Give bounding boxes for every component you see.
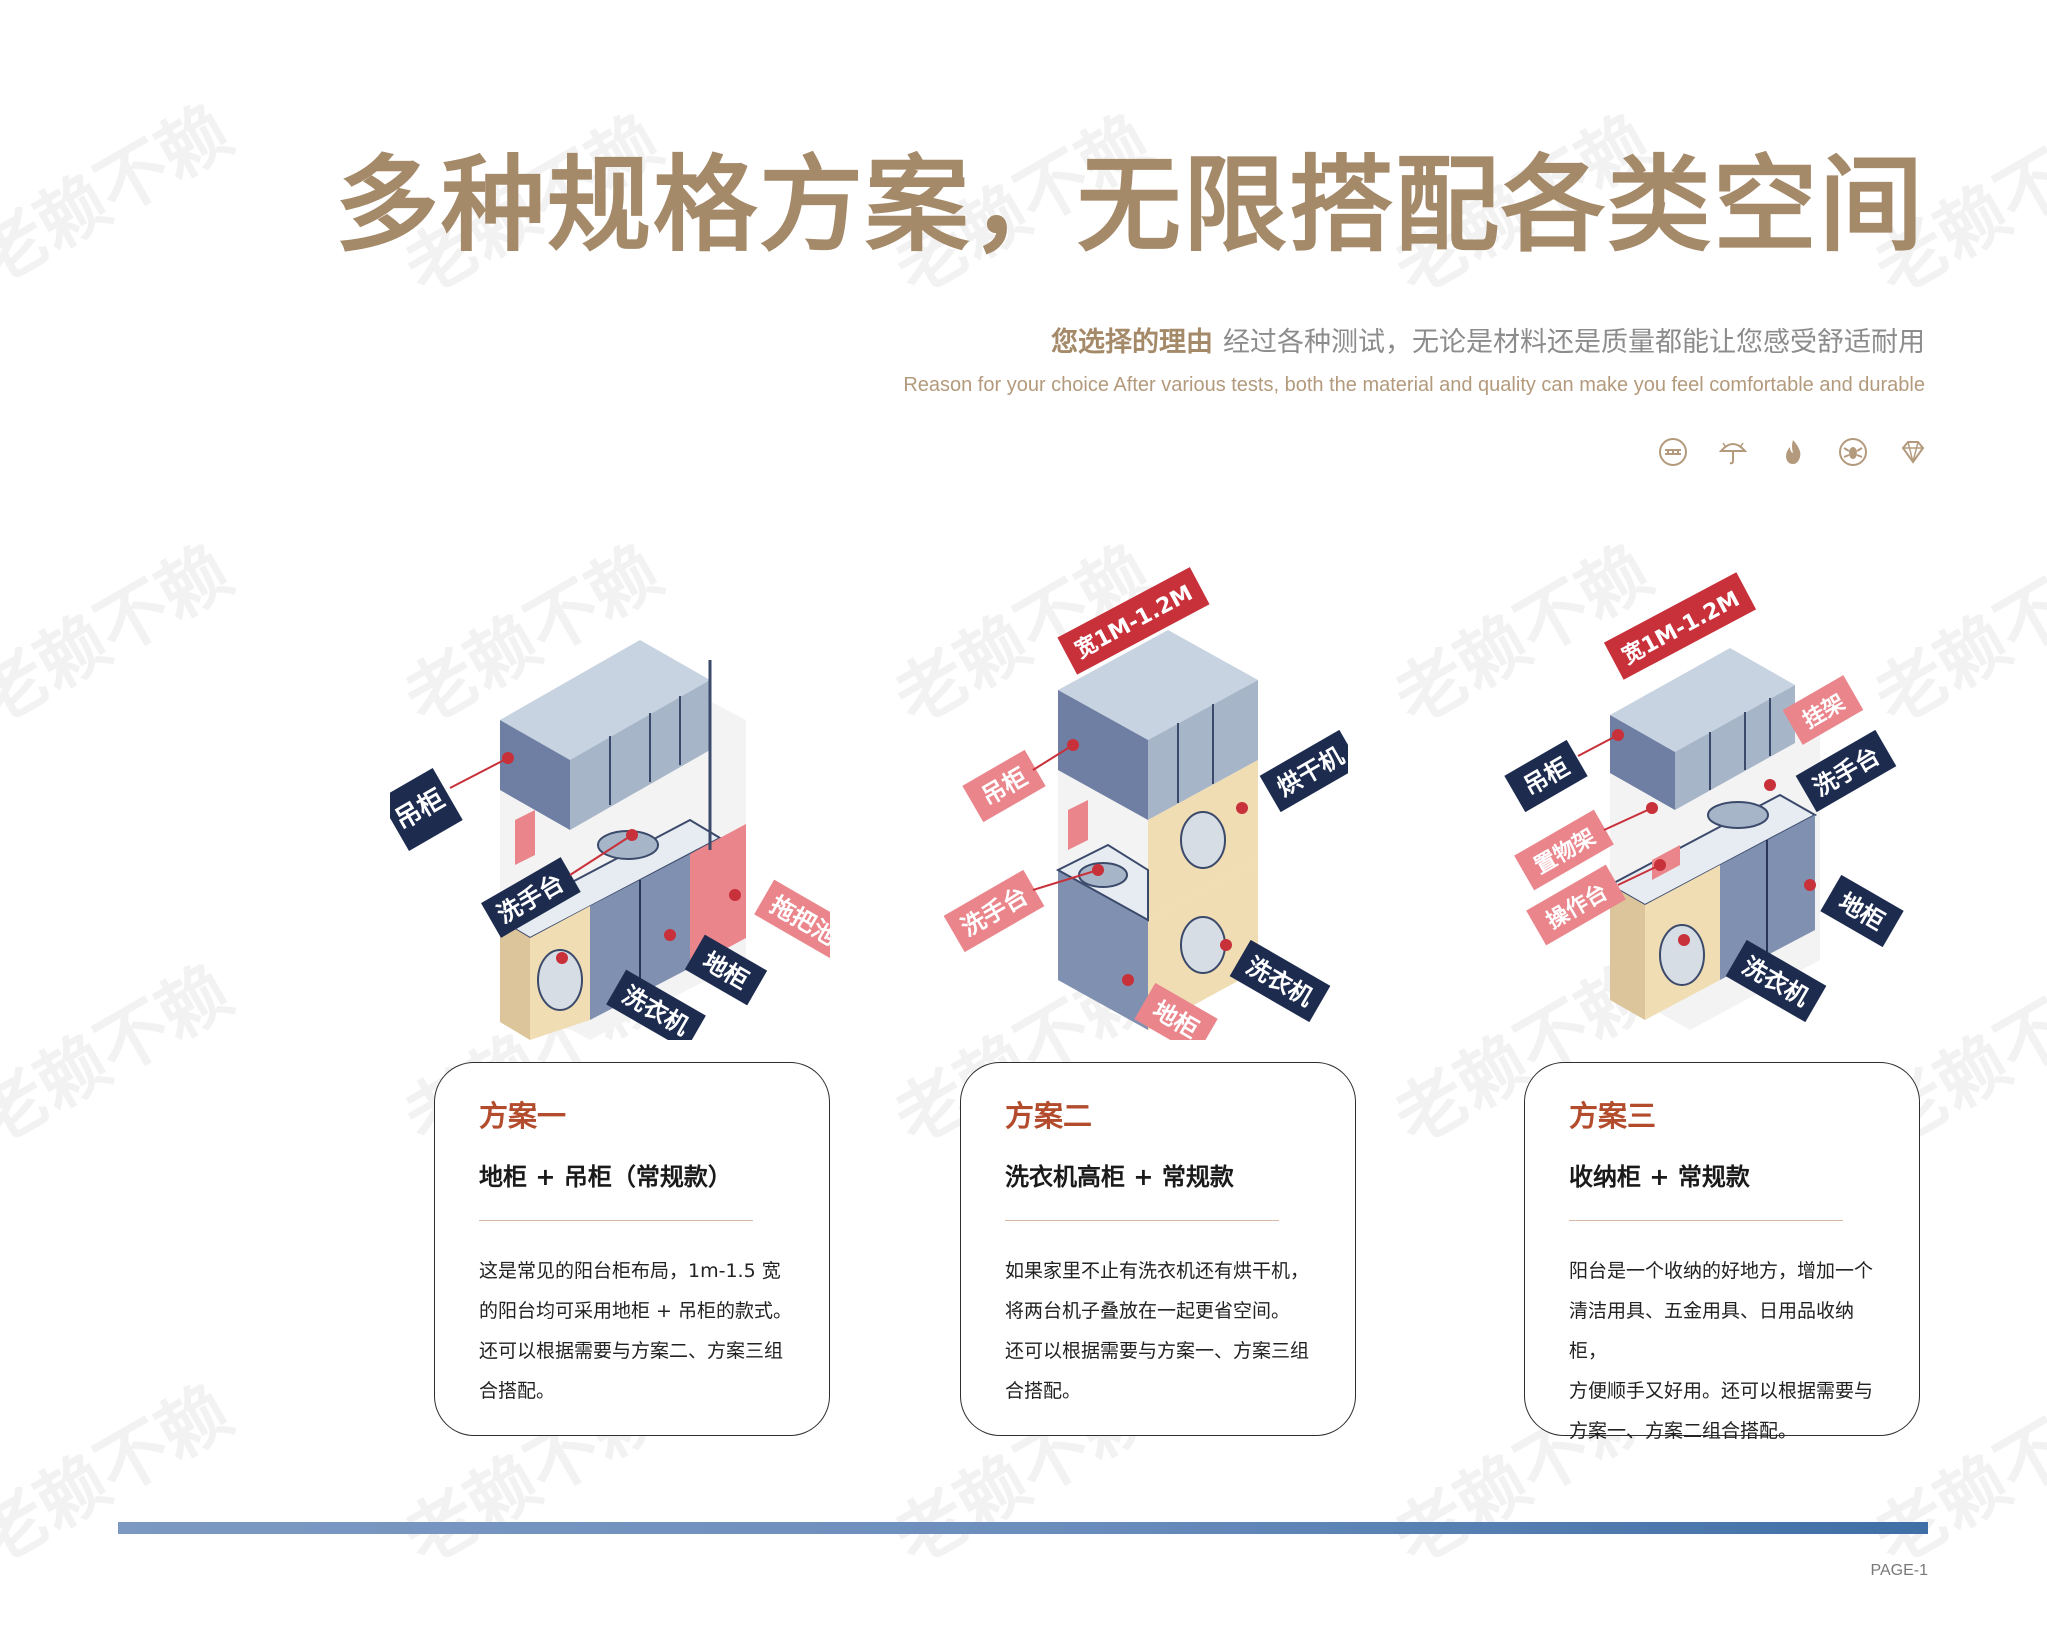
insect-icon (1837, 436, 1869, 468)
plan-title: 方案三 (1569, 1099, 1657, 1133)
subtitle: 您选择的理由经过各种测试，无论是材料还是质量都能让您感受舒适耐用 (1051, 320, 1925, 359)
plan-name: 地柜 + 吊柜（常规款） (479, 1163, 732, 1191)
subtitle-english: Reason for your choice After various tes… (903, 374, 1925, 396)
divider (1005, 1220, 1279, 1221)
label-shelf: 置物架 (1514, 802, 1658, 891)
watermark: 老赖不赖 (0, 1369, 245, 1581)
cabinet-illustration-3: 宽1M-1.2M 挂架 吊柜 洗手台 置物架 操作台 地柜 洗衣机 (1504, 572, 1904, 1030)
footer-bar (118, 1522, 1928, 1534)
plan-title: 方案二 (1005, 1099, 1093, 1133)
watermark: 老赖不赖 (0, 529, 245, 741)
flame-icon (1777, 436, 1809, 468)
plan-card-2: 方案二 洗衣机高柜 + 常规款 如果家里不止有洗衣机还有烘干机， 将两台机子叠放… (960, 1062, 1356, 1436)
page-number: PAGE-1 (1870, 1562, 1929, 1579)
page-title: 多种规格方案，无限搭配各类空间 (334, 144, 1925, 266)
plan-name: 洗衣机高柜 + 常规款 (1005, 1163, 1234, 1191)
umbrella-icon (1717, 436, 1749, 468)
plan-card-1: 方案一 地柜 + 吊柜（常规款） 这是常见的阳台柜布局，1m-1.5 宽 的阳台… (434, 1062, 830, 1436)
waterproof-icon (1657, 436, 1689, 468)
feature-icons (1657, 436, 1929, 468)
watermark: 老赖不赖 (0, 949, 245, 1161)
plan-description: 阳台是一个收纳的好地方，增加一个 清洁用具、五金用具、日用品收纳柜， 方便顺手又… (1569, 1260, 1874, 1442)
plan-description: 如果家里不止有洗衣机还有烘干机， 将两台机子叠放在一起更省空间。 还可以根据需要… (1005, 1260, 1310, 1402)
plan-name: 收纳柜 + 常规款 (1569, 1163, 1750, 1191)
divider (1569, 1220, 1843, 1221)
label-hanging: 吊柜 (390, 752, 514, 851)
watermark: 老赖不赖 (0, 89, 245, 301)
subtitle-highlight: 您选择的理由 (1051, 327, 1213, 358)
diamond-icon (1897, 436, 1929, 468)
label-hanging: 吊柜 (1504, 729, 1624, 813)
subtitle-text: 经过各种测试，无论是材料还是质量都能让您感受舒适耐用 (1223, 327, 1925, 358)
cabinet-illustration-1: 吊柜 洗手台 拖把池 地柜 洗衣机 (390, 640, 830, 1040)
plan-title: 方案一 (479, 1099, 567, 1133)
plan-description: 这是常见的阳台柜布局，1m-1.5 宽 的阳台均可采用地柜 + 吊柜的款式。 还… (479, 1260, 792, 1402)
plan-card-3: 方案三 收纳柜 + 常规款 阳台是一个收纳的好地方，增加一个 清洁用具、五金用具… (1524, 1062, 1920, 1442)
divider (479, 1220, 753, 1221)
cabinet-illustration-2: 宽1M-1.2M 吊柜 烘干机 洗手台 洗衣机 地柜 (943, 567, 1348, 1040)
